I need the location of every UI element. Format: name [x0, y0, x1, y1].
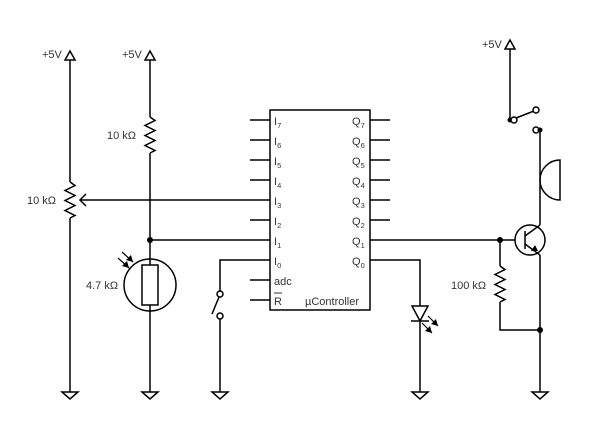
npn-transistor — [514, 224, 546, 256]
output-pin-letter: Q — [352, 156, 361, 168]
supply-arrow-icon — [63, 49, 77, 61]
ground-icon — [530, 391, 550, 400]
toggle-switch — [510, 106, 540, 134]
ldr-body — [141, 264, 159, 306]
input-pin-label: I2 — [274, 216, 281, 230]
wire-i0 — [219, 259, 270, 293]
wire-q0-to-led — [370, 259, 421, 306]
ground-icon — [410, 391, 430, 400]
pullup-resistor: 10 kΩ — [107, 116, 157, 154]
speaker — [539, 159, 561, 201]
output-pin-label: Q7 — [352, 116, 365, 130]
input-pin-subscript: 0 — [277, 261, 281, 270]
output-pin-subscript: 5 — [361, 161, 365, 170]
input-pin-subscript: 4 — [277, 181, 281, 190]
output-pin-subscript: 1 — [361, 241, 365, 250]
potentiometer: 10 kΩ — [27, 181, 87, 219]
output-pin-label: Q3 — [352, 196, 365, 210]
output-pin-subscript: 2 — [361, 221, 365, 230]
wire — [499, 302, 540, 331]
output-pin-letter: Q — [352, 216, 361, 228]
input-pin-label: I0 — [274, 256, 281, 270]
ground-icon — [60, 391, 80, 400]
emitter-arrow-icon — [531, 245, 538, 251]
left-pin-stubs — [250, 119, 270, 301]
base-resistor-label: 100 kΩ — [451, 280, 486, 292]
adc-pin-label: adc — [274, 276, 292, 288]
input-pin-label: I6 — [274, 136, 281, 150]
input-pin-letter: I — [274, 136, 277, 148]
output-pin-letter: Q — [352, 136, 361, 148]
supply-label: +5V — [482, 39, 503, 51]
input-pin-letter: I — [274, 116, 277, 128]
input-pin-label: I4 — [274, 176, 281, 190]
input-pin-subscript: 1 — [277, 241, 281, 250]
input-pin-letter: I — [274, 236, 277, 248]
base-resistor: 100 kΩ — [451, 265, 507, 303]
output-pin-letter: Q — [352, 196, 361, 208]
input-pin-label: I5 — [274, 156, 281, 170]
input-pin-letter: I — [274, 176, 277, 188]
speaker-icon — [539, 159, 561, 201]
right-pin-stubs — [370, 119, 390, 221]
chip-body — [269, 109, 371, 311]
output-pin-letter: Q — [352, 116, 361, 128]
output-pin-letter: Q — [352, 176, 361, 188]
ldr-housing — [123, 258, 177, 312]
led — [410, 305, 439, 334]
supply-arrow-icon — [143, 49, 157, 61]
output-pin-subscript: 7 — [361, 121, 365, 130]
input-pin-label: I3 — [274, 196, 281, 210]
input-pin-subscript: 2 — [277, 221, 281, 230]
supply-label: +5V — [122, 49, 143, 61]
ground-icon — [210, 391, 230, 400]
output-pin-label: Q6 — [352, 136, 365, 150]
output-pin-label: Q4 — [352, 176, 365, 190]
ldr-label: 4.7 kΩ — [86, 280, 118, 292]
light-arrows-icon — [117, 251, 134, 269]
output-pin-label: Q0 — [352, 256, 365, 270]
output-pin-letter: Q — [352, 236, 361, 248]
led-triangle — [410, 305, 430, 323]
input-pin-subscript: 6 — [277, 141, 281, 150]
output-pin-subscript: 3 — [361, 201, 365, 210]
output-pin-letter: Q — [352, 256, 361, 268]
output-pin-label: Q1 — [352, 236, 365, 250]
ground-icon — [140, 391, 160, 400]
output-pin-subscript: 4 — [361, 181, 365, 190]
input-pin-label: I1 — [274, 236, 281, 250]
chip-name: µController — [305, 296, 359, 308]
output-pin-subscript: 0 — [361, 261, 365, 270]
pullup-label: 10 kΩ — [107, 130, 136, 142]
supply-5v-ldr: +5V — [122, 49, 157, 61]
reset-pin-label: R — [274, 296, 282, 308]
transistor-outline — [514, 224, 546, 256]
pot-label: 10 kΩ — [27, 195, 56, 207]
transistor-collector — [524, 224, 541, 237]
output-pin-label: Q5 — [352, 156, 365, 170]
supply-label: +5V — [42, 49, 63, 61]
input-pin-subscript: 7 — [277, 121, 281, 130]
supply-5v-pot: +5V — [42, 49, 77, 61]
input-pin-letter: I — [274, 216, 277, 228]
supply-arrow-icon — [503, 38, 517, 50]
input-pin-letter: I — [274, 256, 277, 268]
light-emission-icon — [421, 315, 439, 334]
input-pin-subscript: 3 — [277, 201, 281, 210]
input-pin-letter: I — [274, 156, 277, 168]
input-pin-letter: I — [274, 196, 277, 208]
push-switch — [211, 290, 224, 320]
output-pin-label: Q2 — [352, 216, 365, 230]
output-pin-subscript: 6 — [361, 141, 365, 150]
input-pin-label: I7 — [274, 116, 281, 130]
ldr: 4.7 kΩ — [86, 251, 177, 312]
input-pin-subscript: 5 — [277, 161, 281, 170]
